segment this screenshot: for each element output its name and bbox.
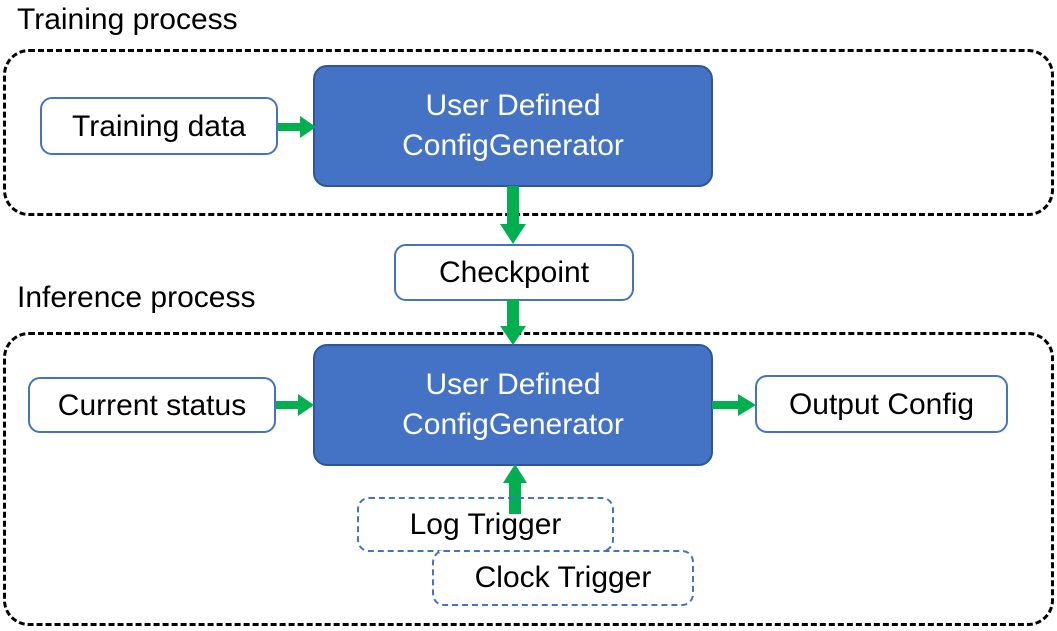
inference-process-group: [3, 332, 1054, 626]
node-training-data[interactable]: Training data: [40, 97, 278, 155]
node-training-data-label: Training data: [72, 109, 246, 143]
node-log-trigger-label: Log Trigger: [409, 507, 562, 541]
node-clock-trigger[interactable]: Clock Trigger: [432, 550, 694, 606]
training-process-caption: Training process: [17, 3, 238, 36]
node-checkpoint[interactable]: Checkpoint: [394, 244, 634, 301]
node-log-trigger[interactable]: Log Trigger: [357, 497, 614, 552]
node-current-status-label: Current status: [57, 388, 247, 422]
node-clock-trigger-label: Clock Trigger: [474, 561, 652, 594]
node-user-defined-configgenerator-training[interactable]: User Defined ConfigGenerator: [313, 65, 713, 187]
arrow-process-to-output-config: [712, 390, 758, 420]
node-process-inference-line2: ConfigGenerator: [402, 408, 624, 441]
node-checkpoint-label: Checkpoint: [438, 256, 590, 289]
node-user-defined-configgenerator-inference[interactable]: User Defined ConfigGenerator: [313, 344, 713, 466]
arrow-training-data-to-process: [278, 112, 318, 142]
node-process-training-line1: User Defined: [425, 89, 601, 123]
node-output-config-label: Output Config: [788, 387, 975, 421]
arrow-process-to-checkpoint: [498, 186, 528, 246]
arrow-checkpoint-to-process: [498, 299, 528, 347]
node-process-inference-line1: User Defined: [425, 368, 601, 402]
inference-process-caption: Inference process: [17, 281, 256, 314]
arrow-triggers-to-process: [500, 464, 530, 514]
node-current-status[interactable]: Current status: [28, 377, 276, 433]
training-process-group: [3, 49, 1054, 216]
arrow-current-status-to-process: [276, 390, 316, 420]
node-process-training-line2: ConfigGenerator: [402, 129, 624, 162]
node-output-config[interactable]: Output Config: [755, 375, 1008, 433]
